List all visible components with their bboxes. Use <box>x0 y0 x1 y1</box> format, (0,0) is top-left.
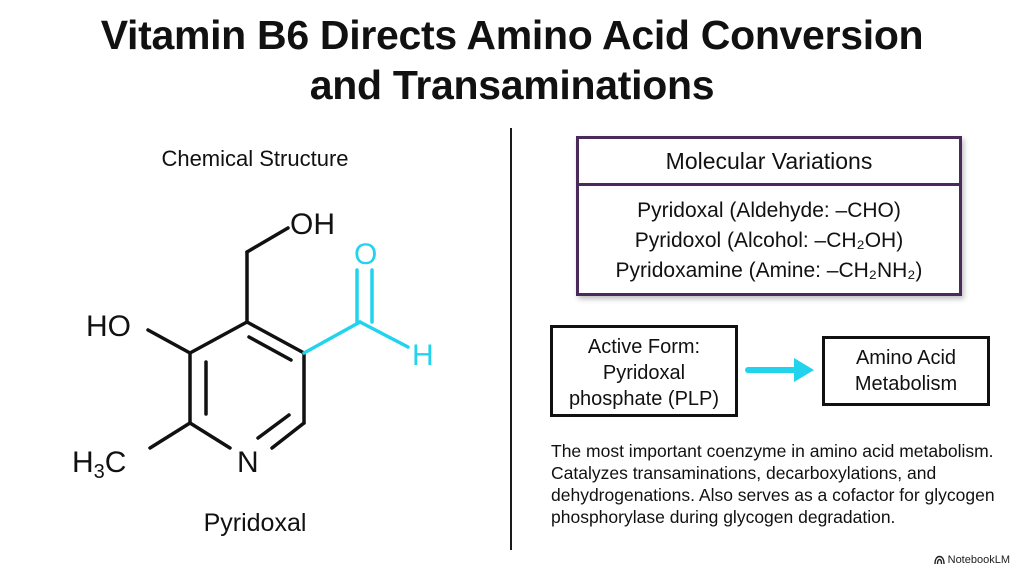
bond-c3-ho <box>146 328 192 355</box>
ring-inner-bond-3 <box>256 413 291 440</box>
active-form-line-2: Pyridoxal <box>602 362 686 384</box>
active-form-line-1: Active Form: <box>587 336 701 358</box>
variation-item: Pyridoxol (Alcohol: –CH₂OH) <box>634 229 904 252</box>
variations-heading: Molecular Variations <box>579 139 959 186</box>
atom-ring-n: N <box>237 446 259 479</box>
right-arrow-icon <box>745 358 814 382</box>
title-line-1: Vitamin B6 Directs Amino Acid Conversion <box>100 12 924 58</box>
atom-o-aldehyde: O <box>354 238 377 271</box>
molecular-variations-box: Molecular Variations Pyridoxal (Aldehyde… <box>576 136 962 296</box>
target-line-2: Metabolism <box>854 373 958 395</box>
pyridoxal-structure: OH HO O H H3C N <box>72 208 434 483</box>
bond-c2-methyl <box>148 421 192 450</box>
target-line-1: Amino Acid <box>855 347 957 369</box>
variations-list: Pyridoxal (Aldehyde: –CHO) Pyridoxol (Al… <box>579 186 959 286</box>
active-form-line-3: phosphate (PLP) <box>568 388 720 410</box>
bond-c-h <box>358 320 410 349</box>
ring-bond-c2-n <box>188 421 232 450</box>
description-text: The most important coenzyme in amino aci… <box>551 441 995 527</box>
title-line-2: and Transaminations <box>309 62 715 108</box>
atom-oh-top: OH <box>290 208 335 241</box>
molecule-name: Pyridoxal <box>203 509 307 537</box>
ring-bond-c5-c4 <box>245 320 306 355</box>
watermark-label: NotebookLM <box>947 554 1010 566</box>
notebooklm-logo-icon <box>933 555 945 565</box>
bond-c5-cho <box>302 320 362 355</box>
variation-item: Pyridoxal (Aldehyde: –CHO) <box>637 199 901 222</box>
ring-bond-c4-c3 <box>188 320 249 355</box>
amino-acid-metabolism-box: Amino Acid Metabolism <box>822 336 990 406</box>
variation-item: Pyridoxamine (Amine: –CH₂NH₂) <box>615 259 923 282</box>
structure-heading: Chemical Structure <box>161 146 349 171</box>
bond-ch2-oh <box>245 226 290 254</box>
panel-divider <box>510 128 512 550</box>
page-title: Vitamin B6 Directs Amino Acid Conversion… <box>0 10 1024 110</box>
active-form-box: Active Form: Pyridoxal phosphate (PLP) <box>550 325 738 417</box>
atom-methyl: H3C <box>72 446 126 483</box>
atom-h-aldehyde: H <box>412 339 434 372</box>
notebooklm-watermark: NotebookLM <box>933 554 1010 566</box>
ring-inner-bond-2 <box>247 335 293 362</box>
atom-ho-left: HO <box>86 310 131 343</box>
ring-bond-n-c6 <box>270 421 306 450</box>
